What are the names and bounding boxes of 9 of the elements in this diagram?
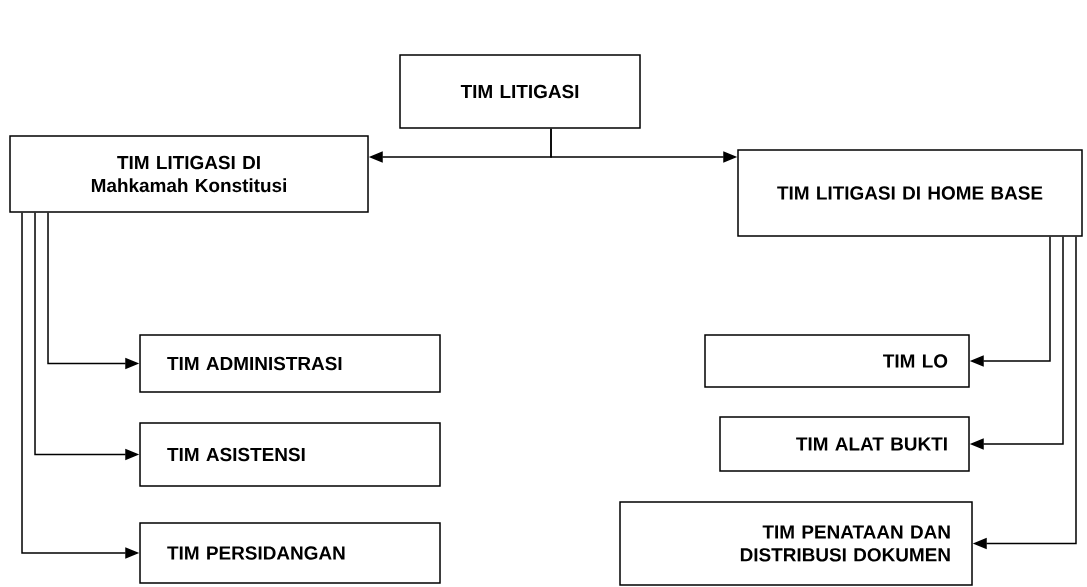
- process-box: TIM LO: [704, 334, 970, 388]
- process-box: TIM PERSIDANGAN: [139, 522, 441, 584]
- process-box: TIM ADMINISTRASI: [139, 334, 441, 393]
- process-box: TIM LITIGASI DI HOME BASE: [737, 149, 1083, 237]
- process-box: TIM PENATAAN DAN DISTRIBUSI DOKUMEN: [619, 501, 973, 586]
- process-box: TIM ALAT BUKTI: [719, 416, 970, 472]
- process-box: TIM LITIGASI DI Mahkamah Konstitusi: [9, 135, 369, 213]
- process-box: TIM LITIGASI: [399, 54, 641, 129]
- process-box: TIM ASISTENSI: [139, 422, 441, 487]
